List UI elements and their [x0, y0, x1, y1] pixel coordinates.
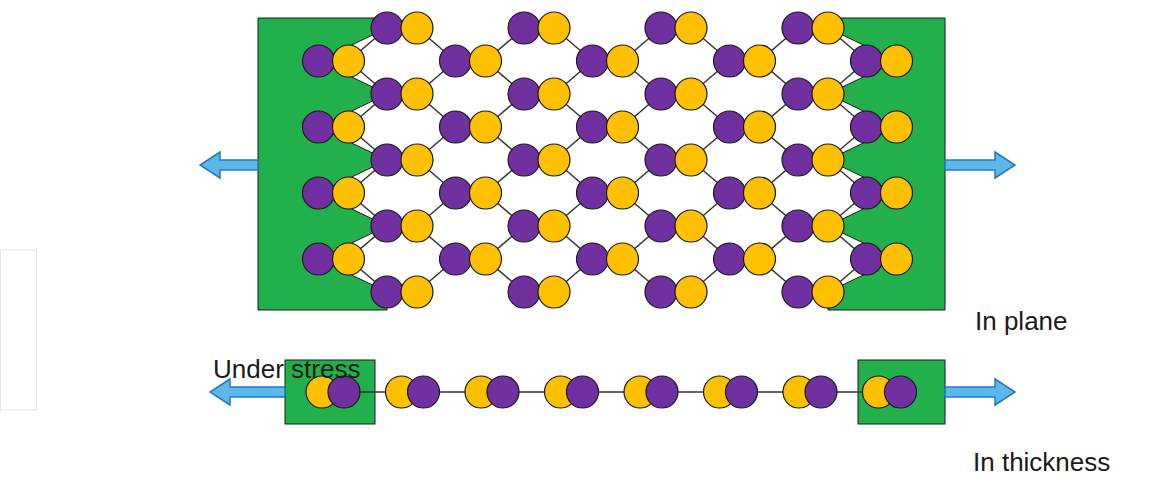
atom [851, 45, 883, 77]
atom [744, 111, 776, 143]
atom [645, 276, 677, 308]
atom [401, 210, 433, 242]
atom [607, 243, 639, 275]
atom [371, 276, 403, 308]
atom [371, 144, 403, 176]
atom [851, 177, 883, 209]
atom [851, 243, 883, 275]
right-clamp [858, 360, 945, 424]
atom [607, 177, 639, 209]
atom [470, 177, 502, 209]
atom [675, 276, 707, 308]
atom [508, 144, 540, 176]
atom [645, 210, 677, 242]
view-label: In plane [975, 307, 1068, 337]
atom [538, 78, 570, 110]
atom [408, 376, 440, 408]
faint-frame [1, 250, 37, 410]
atom [675, 144, 707, 176]
atom [470, 243, 502, 275]
atom [782, 12, 814, 44]
atom [470, 45, 502, 77]
atom [782, 276, 814, 308]
atom [812, 210, 844, 242]
atom [675, 210, 707, 242]
atom [812, 276, 844, 308]
atom [782, 78, 814, 110]
atom [881, 243, 913, 275]
atom [303, 243, 335, 275]
atom [508, 78, 540, 110]
atom [577, 177, 609, 209]
atom [851, 111, 883, 143]
stress-arrow [200, 152, 258, 178]
atom [401, 276, 433, 308]
atom [567, 376, 599, 408]
atom [812, 78, 844, 110]
atom [440, 111, 472, 143]
atom [645, 78, 677, 110]
atom [577, 45, 609, 77]
atom [371, 210, 403, 242]
atom [675, 12, 707, 44]
atom [538, 144, 570, 176]
condition-label: Under stress [213, 355, 360, 385]
atom [812, 144, 844, 176]
atom [714, 243, 746, 275]
atom [538, 210, 570, 242]
atom [371, 12, 403, 44]
atom [646, 376, 678, 408]
atom [470, 111, 502, 143]
atom [744, 45, 776, 77]
atom [508, 12, 540, 44]
atom [714, 111, 746, 143]
atom [881, 111, 913, 143]
atom [401, 12, 433, 44]
atom [487, 376, 519, 408]
atom [714, 177, 746, 209]
atom [744, 177, 776, 209]
atom [782, 210, 814, 242]
atom [333, 111, 365, 143]
atom [645, 12, 677, 44]
atom [538, 276, 570, 308]
atom [538, 12, 570, 44]
atom [333, 243, 365, 275]
atom [645, 144, 677, 176]
atom [401, 144, 433, 176]
atom [303, 45, 335, 77]
atom [881, 45, 913, 77]
atom [371, 78, 403, 110]
atom [440, 177, 472, 209]
atom [782, 144, 814, 176]
atom [303, 111, 335, 143]
atom [440, 243, 472, 275]
atom [885, 376, 917, 408]
stress-arrow [945, 379, 1015, 405]
view-label: In thickness [973, 448, 1110, 478]
atom [744, 243, 776, 275]
left-clamp [258, 18, 387, 310]
atom [881, 177, 913, 209]
atom [333, 45, 365, 77]
atom [726, 376, 758, 408]
atom [607, 111, 639, 143]
atom [401, 78, 433, 110]
atom [714, 45, 746, 77]
atom [508, 276, 540, 308]
atom [577, 243, 609, 275]
right-clamp [828, 18, 945, 310]
atom [508, 210, 540, 242]
atom [812, 12, 844, 44]
stress-arrow [945, 152, 1015, 178]
atom [440, 45, 472, 77]
atom [303, 177, 335, 209]
atom [577, 111, 609, 143]
atom [805, 376, 837, 408]
in-plane-lattice [200, 12, 1015, 310]
atom [333, 177, 365, 209]
atom [607, 45, 639, 77]
atom [675, 78, 707, 110]
